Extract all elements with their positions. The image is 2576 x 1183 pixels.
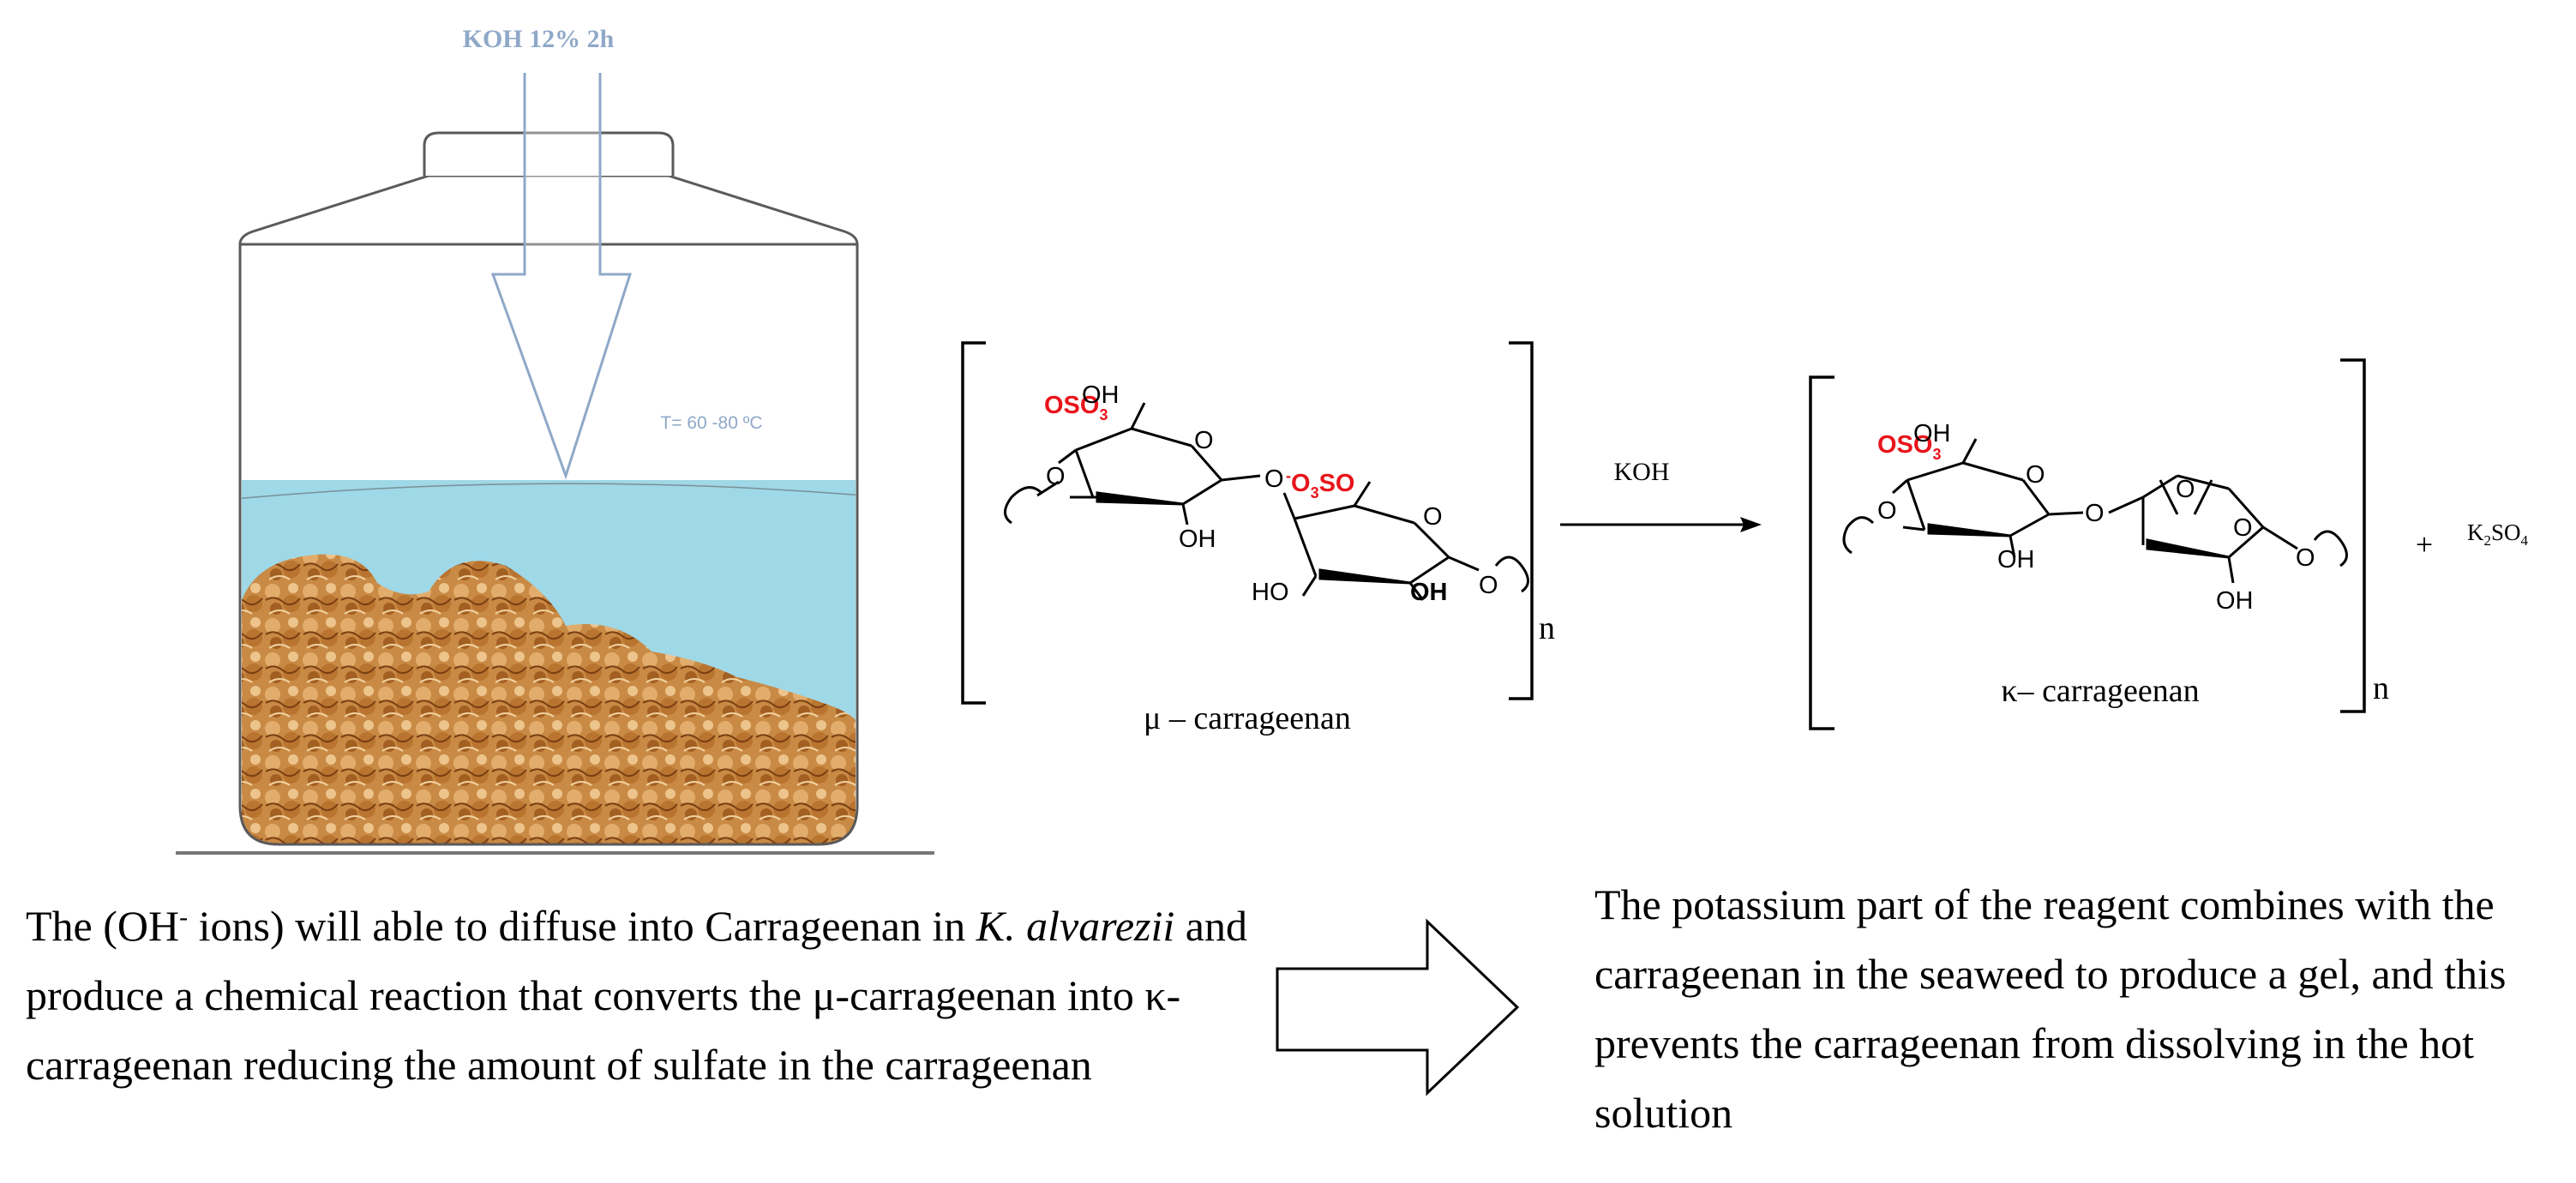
product-ring-1 xyxy=(1842,438,2084,558)
atom-o-ring1: O xyxy=(1194,427,1214,454)
atom-oh-3: OH xyxy=(1410,579,1448,606)
atom-o-ring2: O xyxy=(1423,503,1443,531)
atom-oh-2: OH xyxy=(1179,525,1216,553)
bracket-left xyxy=(961,341,986,705)
atom-ho: HO xyxy=(1252,579,1289,606)
caption-left: The (OH- ions) will able to diffuse into… xyxy=(26,902,1247,1089)
reagent-label: KOH xyxy=(1614,458,1670,486)
product-repeat-index: n xyxy=(2373,670,2389,706)
atom-o-right: O xyxy=(1479,572,1498,599)
reaction-arrow: KOH xyxy=(1560,458,1762,532)
atom-o-ring3: O xyxy=(2026,461,2045,489)
atom-o-left: O xyxy=(1046,463,1066,490)
input-label: KOH 12% 2h xyxy=(463,25,615,53)
atom-o-glyco-2: O xyxy=(2085,500,2105,527)
input-arrow xyxy=(490,73,633,480)
atom-o-glyco: O xyxy=(1264,465,1284,493)
atom-o-left-2: O xyxy=(1877,497,1897,525)
reactant-repeat-index: n xyxy=(1539,610,1555,646)
bracket-right-2 xyxy=(2340,358,2366,713)
atom-oh-4: OH xyxy=(1913,420,1951,447)
reactant-name: μ – carrageenan xyxy=(1144,700,1351,736)
atom-oso3-2: OSO3 xyxy=(1877,431,1941,463)
reactant-ring-1 xyxy=(1004,402,1261,525)
bracket-left-2 xyxy=(1809,375,1834,730)
caption-arrow xyxy=(1276,918,1520,1096)
atom-o-ring4: O xyxy=(2233,514,2253,542)
bracket-right xyxy=(1509,341,1534,700)
reactant-ring-2 xyxy=(1282,481,1529,601)
reactor-tank: KOH 12% 2h T= 60 -80 ºC xyxy=(176,25,934,855)
product-structure: OSO3 OH O O OH O O O OH O n κ– carrageen… xyxy=(1809,358,2529,730)
atom-oh-6: OH xyxy=(2216,587,2254,615)
atom-oh-1: OH xyxy=(1082,381,1120,409)
temperature-label: T= 60 -80 ºC xyxy=(660,413,762,433)
product-name: κ– carrageenan xyxy=(2001,673,2199,709)
atom-o-right-2: O xyxy=(2296,544,2315,572)
atom-o-bridge: O xyxy=(2176,476,2195,503)
liquid-top-fill xyxy=(242,483,856,514)
atom-oh-5: OH xyxy=(1997,546,2035,573)
plus-sign: + xyxy=(2416,527,2433,561)
seaweed-pile xyxy=(242,554,856,844)
atom-oso3-1: OSO3 xyxy=(1044,392,1108,423)
reactant-structure: OSO3 OH O O OH O -O3SO O HO OH O n μ – c… xyxy=(961,341,1555,736)
tank-body xyxy=(238,244,859,846)
caption-right: The potassium part of the reagent combin… xyxy=(1594,880,2507,1137)
atom-o3so: -O3SO xyxy=(1286,467,1354,501)
tank-cap xyxy=(423,131,675,176)
byproduct-label: K2SO4 xyxy=(2467,519,2529,549)
product-ring-2 xyxy=(2108,474,2348,584)
